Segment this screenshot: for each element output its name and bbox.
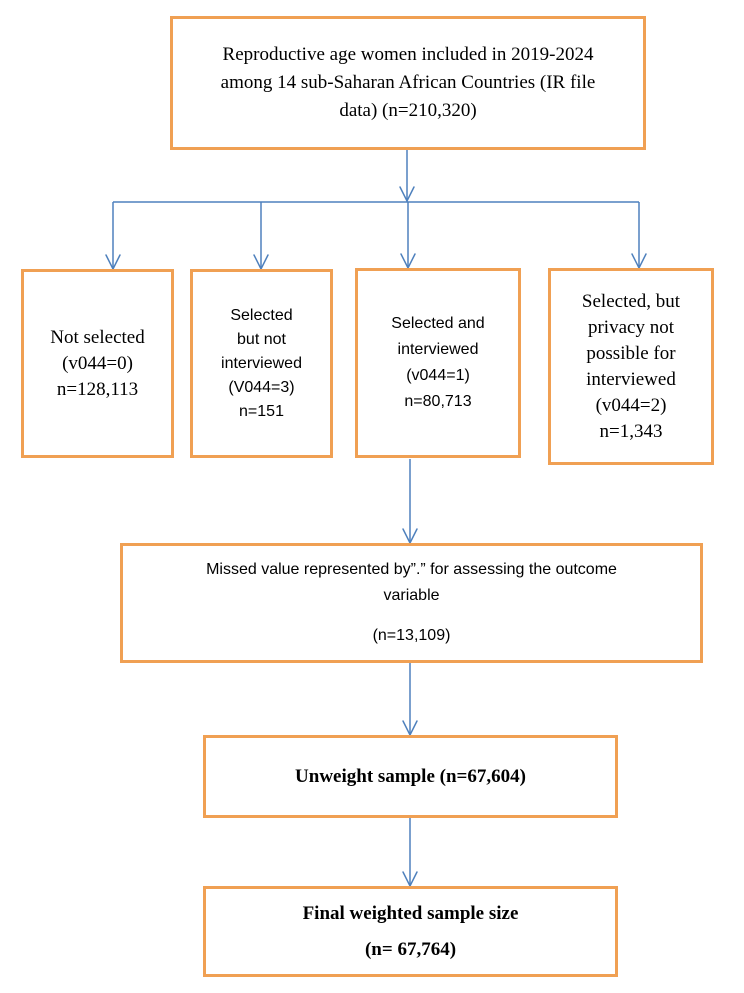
not-interviewed-line-4: (V044=3) xyxy=(228,378,295,396)
box-privacy-not-possible: Selected, but privacy not possible for i… xyxy=(548,268,714,465)
missed-line-4: (n=13,109) xyxy=(372,627,451,644)
unweight-line-1: Unweight sample (n=67,604) xyxy=(295,765,526,787)
interviewed-line-1: Selected and xyxy=(391,315,485,332)
study-population-line-3: data) (n=210,320) xyxy=(339,100,477,121)
box-unweight-sample: Unweight sample (n=67,604) xyxy=(203,735,618,818)
interviewed-line-4: n=80,713 xyxy=(404,393,472,410)
missed-line-1: Missed value represented by”.” for asses… xyxy=(206,561,617,578)
privacy-line-6: n=1,343 xyxy=(599,420,663,442)
not-selected-line-1: Not selected xyxy=(50,326,145,348)
not-selected-line-2: (v044=0) xyxy=(62,352,133,374)
study-population-line-1: Reproductive age women included in 2019-… xyxy=(222,44,594,65)
not-interviewed-line-2: but not xyxy=(237,330,286,348)
arrowhead-top-trunk xyxy=(399,186,415,203)
interviewed-line-2: interviewed xyxy=(397,341,479,358)
box-missed-value: Missed value represented by”.” for asses… xyxy=(120,543,703,663)
not-interviewed-line-1: Selected xyxy=(230,306,293,324)
interviewed-line-3: (v044=1) xyxy=(406,367,470,384)
study-population-line-2: among 14 sub-Saharan African Countries (… xyxy=(220,72,596,93)
box-final-weighted: Final weighted sample size (n= 67,764) xyxy=(203,886,618,977)
final-line-3: (n= 67,764) xyxy=(364,938,457,960)
missed-line-2: variable xyxy=(383,587,440,604)
box-not-selected: Not selected (v044=0) n=128,113 xyxy=(21,269,174,458)
privacy-line-4: interviewed xyxy=(586,368,676,390)
box-interviewed: Selected and interviewed (v044=1) n=80,7… xyxy=(355,268,521,458)
final-line-1: Final weighted sample size xyxy=(302,902,519,924)
not-interviewed-line-3: interviewed xyxy=(221,354,302,372)
box-not-interviewed: Selected but not interviewed (V044=3) n=… xyxy=(190,269,333,458)
connector-lines xyxy=(112,150,640,886)
box-study-population: Reproductive age women included in 2019-… xyxy=(170,16,646,150)
privacy-line-1: Selected, but xyxy=(581,290,681,312)
privacy-line-2: privacy not xyxy=(587,316,674,338)
not-interviewed-line-5: n=151 xyxy=(239,402,284,420)
privacy-line-3: possible for xyxy=(586,342,676,364)
privacy-line-5: (v044=2) xyxy=(595,394,667,416)
not-selected-line-3: n=128,113 xyxy=(56,378,139,400)
